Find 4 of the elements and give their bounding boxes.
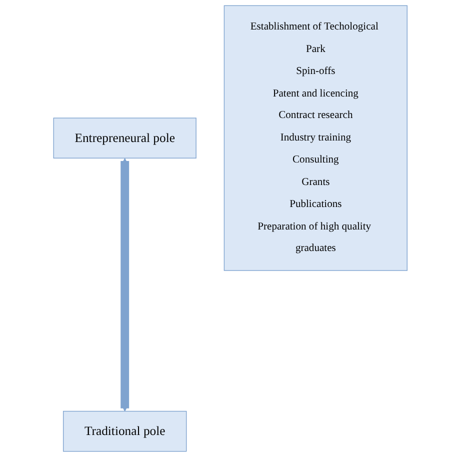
node-box: Entrepreneural pole	[53, 118, 197, 158]
arrow	[120, 158, 130, 412]
node-box: Establishment of Techological Park Spin-offs Patent and licencing Contract research Industry training Consulting Grants Publications Preparation of high quality graduates	[224, 5, 408, 271]
node-box: Traditional pole	[63, 410, 187, 452]
